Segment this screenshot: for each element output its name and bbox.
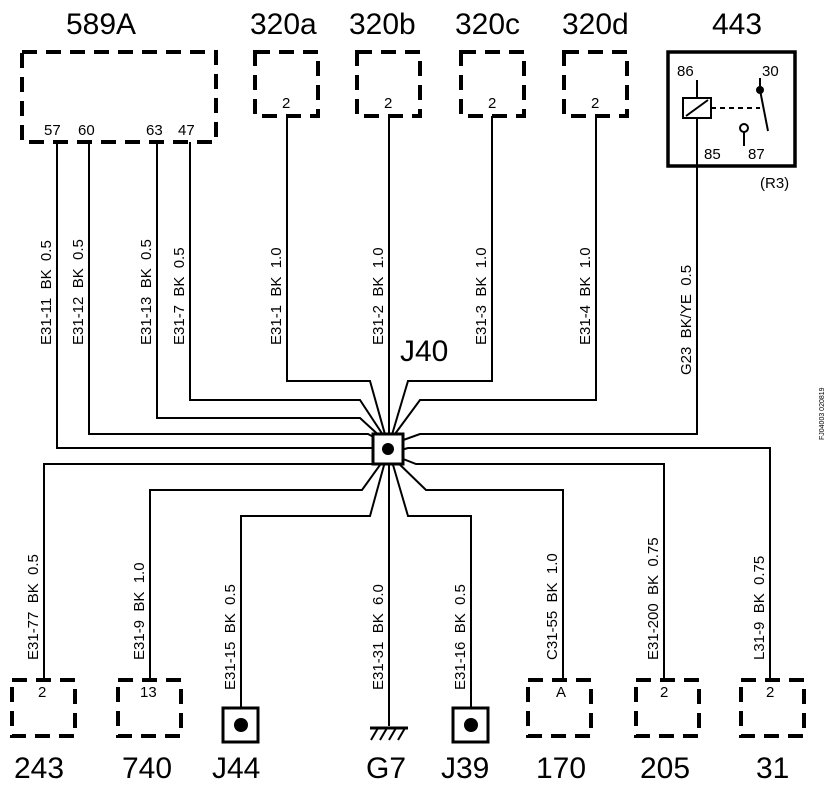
relay-switch-icon	[711, 78, 769, 146]
pin-57: 57	[44, 122, 61, 139]
wire-label-320d: E31-4 BK 1.0	[577, 247, 594, 345]
connector-j39-label: J39	[441, 752, 489, 785]
wire-443	[391, 166, 698, 445]
relay-pin-85: 85	[704, 146, 721, 163]
wire-label-170: C31-55 BK 1.0	[544, 553, 561, 660]
wire-label-740: E31-9 BK 1.0	[131, 562, 148, 660]
wire-320d	[391, 116, 597, 439]
component-205-label: 205	[640, 752, 690, 785]
pin-320d: 2	[591, 95, 599, 112]
relay-443-box	[666, 50, 797, 168]
pin-47: 47	[178, 122, 195, 139]
component-320a-label: 320a	[250, 8, 317, 41]
component-31-box	[739, 678, 806, 738]
component-589a-label: 589A	[66, 8, 136, 41]
wire-205	[392, 454, 665, 678]
wire-label-63: E31-13 BK 0.5	[138, 239, 155, 345]
wire-label-320b: E31-2 BK 1.0	[370, 247, 387, 345]
relay-pin-30: 30	[762, 63, 779, 80]
pin-31: 2	[766, 684, 774, 701]
wire-740	[149, 457, 386, 678]
wire-label-g7: E31-31 BK 6.0	[370, 584, 387, 690]
ground-g7-label: G7	[366, 752, 406, 785]
wire-label-57: E31-11 BK 0.5	[38, 240, 55, 345]
wire-label-60: E31-12 BK 0.5	[70, 239, 87, 345]
wire-label-205: E31-200 BK 0.75	[645, 537, 662, 660]
wire-57	[56, 142, 388, 449]
component-320c-label: 320c	[455, 8, 520, 41]
wire-243	[43, 454, 387, 678]
component-170-box	[526, 678, 593, 738]
wire-31	[393, 447, 771, 678]
connector-j44-icon	[221, 706, 260, 744]
relay-ref: (R3)	[760, 175, 789, 192]
connector-j44-label: J44	[212, 752, 260, 785]
wire-170	[391, 456, 564, 678]
component-740-label: 740	[122, 752, 172, 785]
component-243-label: 243	[14, 752, 64, 785]
wire-63	[156, 142, 384, 440]
wire-label-47: E31-7 BK 0.5	[171, 247, 188, 345]
component-589a-box	[20, 50, 218, 144]
wire-label-320c: E31-3 BK 1.0	[473, 247, 490, 345]
relay-pin-87: 87	[748, 146, 765, 163]
wire-label-243: E31-77 BK 0.5	[25, 554, 42, 660]
wire-label-j44: E31-15 BK 0.5	[222, 584, 239, 690]
pin-243: 2	[38, 684, 46, 701]
wire-label-320a: E31-1 BK 1.0	[268, 247, 285, 345]
pin-320c: 2	[488, 95, 496, 112]
figure-code: FJ04003 020819	[819, 387, 826, 440]
component-320d-label: 320d	[562, 8, 629, 41]
pin-740: 13	[140, 684, 157, 701]
wire-320c	[390, 116, 493, 439]
pin-63: 63	[146, 122, 163, 139]
ground-g7-icon	[370, 726, 408, 741]
pin-170: A	[556, 684, 566, 701]
pin-205: 2	[660, 684, 668, 701]
component-205-box	[634, 678, 701, 738]
wire-j39	[390, 457, 472, 712]
wire-label-443: G23 BK/YE 0.5	[678, 265, 695, 375]
component-243-box	[10, 678, 77, 738]
wire-label-31: L31-9 BK 0.75	[751, 556, 768, 660]
connector-j39-icon	[451, 706, 490, 744]
pin-320b: 2	[384, 95, 392, 112]
component-320b-label: 320b	[349, 8, 416, 41]
pin-60: 60	[78, 122, 95, 139]
pin-320a: 2	[282, 95, 290, 112]
relay-pin-86: 86	[677, 63, 694, 80]
splice-j40	[371, 432, 405, 466]
wire-320a	[286, 116, 387, 439]
splice-j40-label: J40	[400, 335, 448, 368]
component-170-label: 170	[536, 752, 586, 785]
wire-47	[189, 142, 386, 439]
wire-label-j39: E31-16 BK 0.5	[452, 584, 469, 690]
relay-443-label: 443	[712, 8, 762, 41]
component-31-label: 31	[756, 752, 789, 785]
wire-60	[88, 142, 382, 442]
wire-j44	[240, 457, 387, 712]
component-740-box	[116, 678, 183, 738]
